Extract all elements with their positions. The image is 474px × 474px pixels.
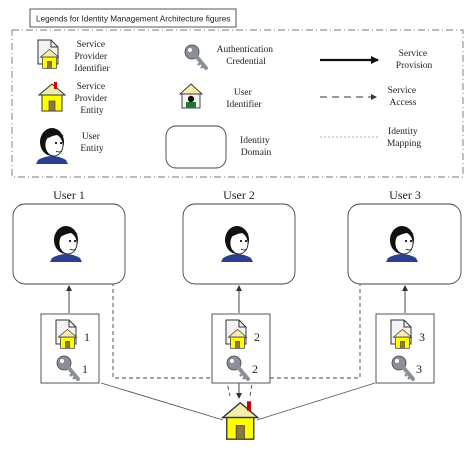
access-line-user-3 — [249, 240, 361, 397]
legend-service-provision: Service Provision — [320, 49, 432, 71]
mapping-line-1 — [100, 382, 224, 421]
legend-border — [11, 29, 464, 178]
identity-domain-swatch — [165, 125, 227, 169]
legend-user-entity: User Entity — [35, 127, 104, 165]
credential-number: 1 — [82, 362, 88, 376]
sp-identifier-icon — [390, 319, 412, 349]
legend-sp-identifier-label: Service Provider Identifier — [74, 40, 110, 74]
user-label: User 2 — [223, 188, 255, 202]
sp-identifier-icon — [225, 319, 247, 349]
sp-identifier-number: 1 — [84, 330, 90, 344]
user-column-1: User 1 1 1 — [12, 188, 126, 384]
credential-number: 3 — [416, 362, 422, 376]
legend-identity-mapping-label: Identity Mapping — [387, 127, 422, 149]
service-provider-entity-icon — [222, 401, 259, 440]
mapping-line-3 — [256, 382, 376, 421]
legend-identity-domain-label: Identity Domain — [240, 136, 272, 158]
legend-service-access: Service Access — [320, 86, 419, 108]
legend-panel: Legends for Identity Management Architec… — [11, 8, 464, 178]
sp-entity-icon — [38, 82, 66, 112]
legend-auth-credential: Authentication Credential — [183, 43, 276, 70]
access-line-user-1 — [112, 240, 231, 397]
legend-service-access-label: Service Access — [388, 86, 419, 108]
connections — [66, 240, 408, 421]
credential-number: 2 — [252, 362, 258, 376]
sp-identifier-icon — [37, 39, 59, 69]
legend-sp-entity-label: Service Provider Entity — [74, 82, 109, 116]
legend-title: Legends for Identity Management Architec… — [36, 15, 230, 24]
legend-user-identifier: User Identifier — [178, 83, 263, 110]
user-column-2: User 2 2 2 — [182, 188, 296, 384]
user-column-3: User 3 3 3 — [347, 188, 462, 384]
legend-title-box — [29, 8, 237, 28]
legend-auth-credential-label: Authentication Credential — [217, 45, 276, 67]
sp-identifier-number: 3 — [419, 330, 425, 344]
legend-user-entity-label: User Entity — [80, 132, 103, 154]
legend-identity-domain: Identity Domain — [165, 125, 272, 169]
legend-user-identifier-label: User Identifier — [226, 88, 262, 110]
legend-sp-identifier: Service Provider Identifier — [37, 39, 111, 74]
legend-identity-mapping: Identity Mapping — [320, 127, 421, 149]
sp-identifier-number: 2 — [254, 330, 260, 344]
user-label: User 1 — [53, 188, 85, 202]
user-label: User 3 — [389, 188, 421, 202]
sp-identifier-icon — [55, 319, 77, 349]
user-identifier-icon — [178, 83, 204, 109]
legend-service-provision-label: Service Provision — [396, 49, 433, 71]
legend-sp-entity: Service Provider Entity — [38, 82, 109, 116]
